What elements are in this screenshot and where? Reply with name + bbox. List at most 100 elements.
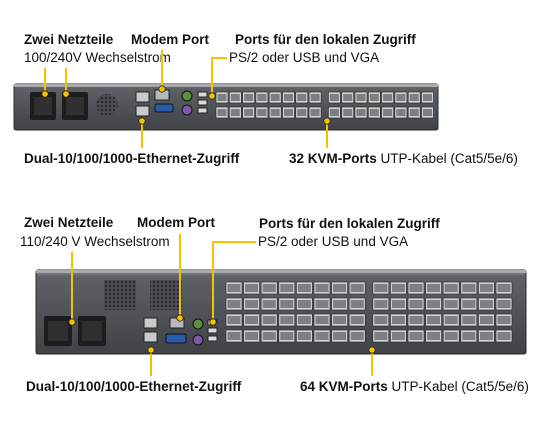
top-power-inlets bbox=[30, 92, 88, 120]
rj45-port-opening bbox=[479, 284, 493, 292]
bottom-kvm-chassis bbox=[35, 269, 527, 355]
bottom-kvm-port-bank bbox=[225, 281, 513, 343]
rj45-port-opening bbox=[333, 316, 347, 324]
rj45-port-opening bbox=[270, 109, 280, 116]
rj45-port-opening bbox=[444, 316, 458, 324]
rj45-port-opening bbox=[427, 332, 441, 340]
rj45-port-opening bbox=[350, 316, 364, 324]
rj45-port-opening bbox=[297, 109, 307, 116]
rj45-port-opening bbox=[383, 94, 393, 101]
rj45-port-opening bbox=[217, 94, 227, 101]
rj45-port-opening bbox=[244, 109, 254, 116]
top-modem-label: Modem Port bbox=[131, 32, 210, 47]
top-power-title: Zwei Netzteile bbox=[24, 32, 114, 47]
top-power-spec: 100/240V Wechselstrom bbox=[24, 50, 171, 65]
bottom-local-spec: PS/2 oder USB und VGA bbox=[258, 234, 409, 249]
rj45-port-opening bbox=[423, 94, 432, 101]
rj45-port-opening bbox=[284, 94, 293, 101]
rj45-port-opening bbox=[374, 284, 388, 292]
rj45-port-opening bbox=[230, 109, 240, 116]
rj45-port-opening bbox=[280, 332, 294, 340]
rj45-port-opening bbox=[343, 94, 353, 101]
rj45-port-opening bbox=[230, 94, 240, 101]
rj45-port-opening bbox=[391, 300, 405, 308]
rj45-port-opening bbox=[329, 94, 339, 101]
rj45-port-opening bbox=[262, 284, 276, 292]
rj45-port-opening bbox=[280, 300, 294, 308]
bottom-local-title: Ports für den lokalen Zugriff bbox=[259, 216, 440, 231]
rj45-port-opening bbox=[396, 94, 406, 101]
rj45-port-opening bbox=[297, 300, 311, 308]
top-local-title: Ports für den lokalen Zugriff bbox=[235, 32, 416, 47]
rj45-port-opening bbox=[315, 300, 329, 308]
rj45-port-opening bbox=[444, 284, 458, 292]
rj45-port-opening bbox=[284, 109, 293, 116]
rj45-port-opening bbox=[350, 284, 364, 292]
rj45-port-opening bbox=[270, 94, 280, 101]
rj45-port-opening bbox=[391, 284, 405, 292]
rj45-port-opening bbox=[227, 284, 241, 292]
rj45-port-opening bbox=[409, 94, 419, 101]
rj45-port-opening bbox=[333, 284, 347, 292]
rj45-port-opening bbox=[374, 300, 388, 308]
bottom-power-inlets bbox=[44, 316, 106, 346]
bottom-ethernet-label: Dual-10/100/1000-Ethernet-Zugriff bbox=[26, 379, 242, 394]
top-callouts bbox=[44, 50, 328, 148]
rj45-port-opening bbox=[462, 300, 476, 308]
rj45-port-opening bbox=[350, 300, 364, 308]
rj45-port-opening bbox=[497, 284, 511, 292]
rj45-port-opening bbox=[427, 300, 441, 308]
top-kvm-label: 32 KVM-Ports UTP-Kabel (Cat5/5e/6) bbox=[289, 151, 518, 166]
rj45-port-opening bbox=[462, 316, 476, 324]
top-kvm-chassis bbox=[13, 83, 439, 131]
top-ethernet-label: Dual-10/100/1000-Ethernet-Zugriff bbox=[24, 151, 240, 166]
rj45-port-opening bbox=[374, 316, 388, 324]
rj45-port-opening bbox=[427, 316, 441, 324]
rj45-port-opening bbox=[245, 316, 259, 324]
rj45-port-opening bbox=[369, 94, 379, 101]
rj45-port-opening bbox=[297, 94, 307, 101]
rj45-port-opening bbox=[297, 316, 311, 324]
bottom-modem-label: Modem Port bbox=[137, 215, 216, 230]
rj45-port-opening bbox=[356, 109, 366, 116]
rj45-port-opening bbox=[479, 332, 493, 340]
bottom-kvm-label: 64 KVM-Ports UTP-Kabel (Cat5/5e/6) bbox=[300, 379, 529, 394]
rj45-port-opening bbox=[245, 332, 259, 340]
rj45-port-opening bbox=[423, 109, 432, 116]
rj45-port-opening bbox=[262, 316, 276, 324]
rj45-port-opening bbox=[245, 284, 259, 292]
rj45-port-opening bbox=[227, 316, 241, 324]
rj45-port-opening bbox=[217, 109, 227, 116]
rj45-port-opening bbox=[315, 284, 329, 292]
rj45-port-opening bbox=[310, 94, 320, 101]
rj45-port-opening bbox=[444, 300, 458, 308]
rj45-port-opening bbox=[497, 332, 511, 340]
top-local-spec: PS/2 oder USB und VGA bbox=[229, 50, 380, 65]
rj45-port-opening bbox=[497, 300, 511, 308]
rj45-port-opening bbox=[227, 332, 241, 340]
rj45-port-opening bbox=[391, 316, 405, 324]
rj45-port-opening bbox=[383, 109, 393, 116]
rj45-port-opening bbox=[409, 332, 423, 340]
bottom-power-title: Zwei Netzteile bbox=[24, 215, 114, 230]
rj45-port-opening bbox=[333, 332, 347, 340]
rj45-port-opening bbox=[343, 109, 353, 116]
top-vga-port bbox=[154, 103, 174, 113]
rj45-port-opening bbox=[257, 109, 267, 116]
rj45-port-opening bbox=[245, 300, 259, 308]
rj45-port-opening bbox=[310, 109, 320, 116]
rj45-port-opening bbox=[409, 109, 419, 116]
rj45-port-opening bbox=[444, 332, 458, 340]
rj45-port-opening bbox=[409, 316, 423, 324]
rj45-port-opening bbox=[396, 109, 406, 116]
rj45-port-opening bbox=[329, 109, 339, 116]
rj45-port-opening bbox=[262, 332, 276, 340]
rj45-port-opening bbox=[257, 94, 267, 101]
rj45-port-opening bbox=[427, 284, 441, 292]
rj45-port-opening bbox=[280, 284, 294, 292]
top-kvm-port-bank bbox=[215, 91, 434, 119]
rj45-port-opening bbox=[244, 94, 254, 101]
top-vent-icon bbox=[96, 94, 118, 116]
bottom-power-spec: 110/240 V Wechselstrom bbox=[20, 234, 170, 249]
